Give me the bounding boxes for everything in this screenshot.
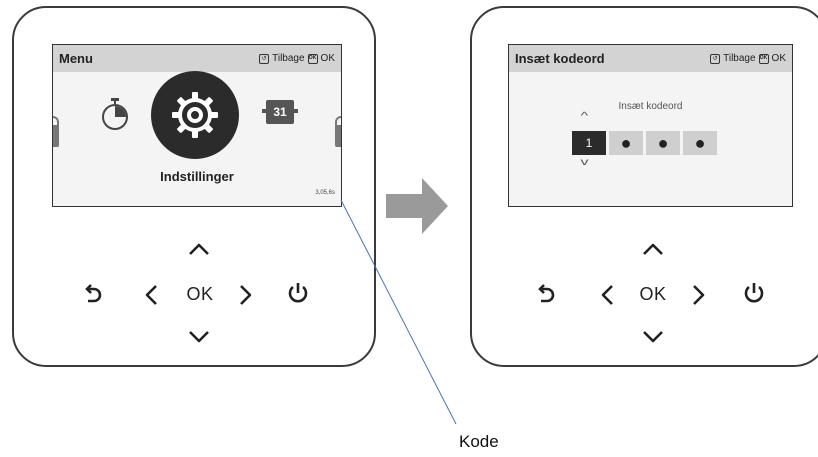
right-arrow-icon (240, 285, 252, 305)
menu-titlebar: Menu ↺ Tilbage OK OK (53, 45, 341, 72)
password-screen: Insæt kodeord ↺ Tilbage OK OK Insæt kode… (508, 44, 793, 207)
back-button[interactable] (80, 282, 106, 308)
password-digit[interactable]: ● (609, 131, 643, 155)
power-icon (744, 283, 764, 303)
screen-title: Insæt kodeord (515, 51, 605, 66)
right-button[interactable] (688, 280, 710, 310)
transition-arrow (386, 178, 448, 234)
ok-button[interactable]: OK (639, 283, 667, 304)
lock-icon[interactable] (53, 116, 59, 147)
controller-left: Menu ↺ Tilbage OK OK (12, 6, 376, 367)
calendar-number: 31 (273, 105, 287, 119)
settings-menu-item[interactable] (151, 71, 239, 159)
gear-icon (172, 92, 218, 138)
ok-hint-icon: OK (307, 53, 318, 64)
version-text: 3,05,6s (315, 190, 335, 196)
calendar-icon[interactable]: 31 (262, 100, 298, 124)
down-arrow-icon (189, 331, 209, 343)
caret-up-icon[interactable]: ^ (580, 111, 589, 122)
left-arrow-icon (601, 285, 613, 305)
titlebar-hints: ↺ Tilbage OK OK (259, 53, 341, 64)
password-prompt: Insæt kodeord (618, 101, 683, 112)
lock-icon[interactable] (335, 116, 341, 147)
controller-right: Insæt kodeord ↺ Tilbage OK OK Insæt kode… (470, 6, 818, 367)
right-button[interactable] (235, 280, 257, 310)
back-hint-label: Tilbage (723, 53, 756, 64)
back-hint-icon: ↺ (710, 53, 721, 64)
caret-down-icon[interactable]: v (580, 157, 589, 168)
up-button[interactable] (638, 238, 668, 260)
up-arrow-icon (643, 243, 663, 255)
titlebar-hints: ↺ Tilbage OK OK (710, 53, 792, 64)
menu-screen: Menu ↺ Tilbage OK OK (52, 44, 342, 207)
back-hint-label: Tilbage (272, 53, 305, 64)
back-icon (85, 284, 102, 303)
back-hint-icon: ↺ (259, 53, 270, 64)
down-button[interactable] (184, 326, 214, 348)
power-button[interactable] (284, 279, 312, 307)
ok-hint-label: OK (771, 53, 786, 64)
left-arrow-icon (145, 285, 157, 305)
password-digit[interactable]: ● (683, 131, 717, 155)
menu-item-label: Indstillinger (160, 169, 234, 184)
power-button[interactable] (740, 279, 768, 307)
down-button[interactable] (638, 326, 668, 348)
up-button[interactable] (184, 238, 214, 260)
left-button[interactable] (596, 280, 618, 310)
up-arrow-icon (189, 243, 209, 255)
back-icon (538, 284, 555, 303)
left-button[interactable] (140, 280, 162, 310)
timer-icon[interactable] (99, 97, 131, 131)
right-arrow-icon (693, 285, 705, 305)
down-arrow-icon (643, 331, 663, 343)
callout-label: Kode (459, 432, 499, 451)
password-digit[interactable]: 1 (572, 131, 606, 155)
ok-button[interactable]: OK (186, 283, 214, 304)
ok-hint-icon: OK (758, 53, 769, 64)
screen-title: Menu (59, 51, 93, 66)
back-button[interactable] (533, 282, 559, 308)
power-icon (288, 283, 308, 303)
password-titlebar: Insæt kodeord ↺ Tilbage OK OK (509, 45, 792, 72)
password-digit[interactable]: ● (646, 131, 680, 155)
ok-hint-label: OK (320, 53, 335, 64)
